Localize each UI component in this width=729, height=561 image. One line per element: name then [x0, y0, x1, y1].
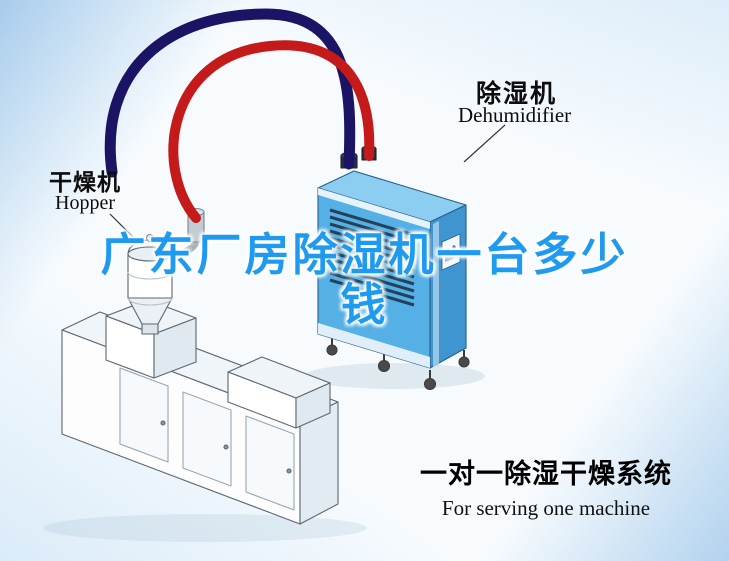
vent-grille	[329, 208, 415, 307]
hopper-leader-line	[109, 213, 139, 243]
connection-hoses	[104, 8, 375, 223]
red-supply-hose	[168, 40, 375, 223]
dehumidifier-casters	[326, 336, 470, 391]
caption-subtitle-en: For serving one machine	[441, 496, 651, 520]
watermark-line-1: 广东厂房除湿机一台多少	[100, 229, 629, 280]
hopper-dryer-machine	[61, 207, 339, 525]
hopper-label-en: Hopper	[55, 192, 115, 214]
caption-block: 一对一除湿干燥系统 For serving one machine	[400, 452, 692, 521]
navy-return-hose	[104, 8, 356, 178]
control-panel	[441, 233, 461, 271]
watermark-text: 广东厂房除湿机一台多少 钱	[0, 230, 729, 330]
dehumidifier-label-en: Dehumidifier	[458, 103, 572, 127]
leader-lines	[109, 124, 506, 243]
dehumidifier-machine	[317, 145, 470, 391]
floor-shadows	[43, 363, 485, 542]
dehumidifier-leader-line	[463, 124, 506, 163]
hopper-label-cn: 干燥机	[49, 169, 121, 195]
watermark-line-2: 钱	[340, 279, 389, 330]
caption-title-cn: 一对一除湿干燥系统	[420, 459, 672, 489]
dehumidifier-label-cn: 除湿机	[476, 80, 558, 108]
